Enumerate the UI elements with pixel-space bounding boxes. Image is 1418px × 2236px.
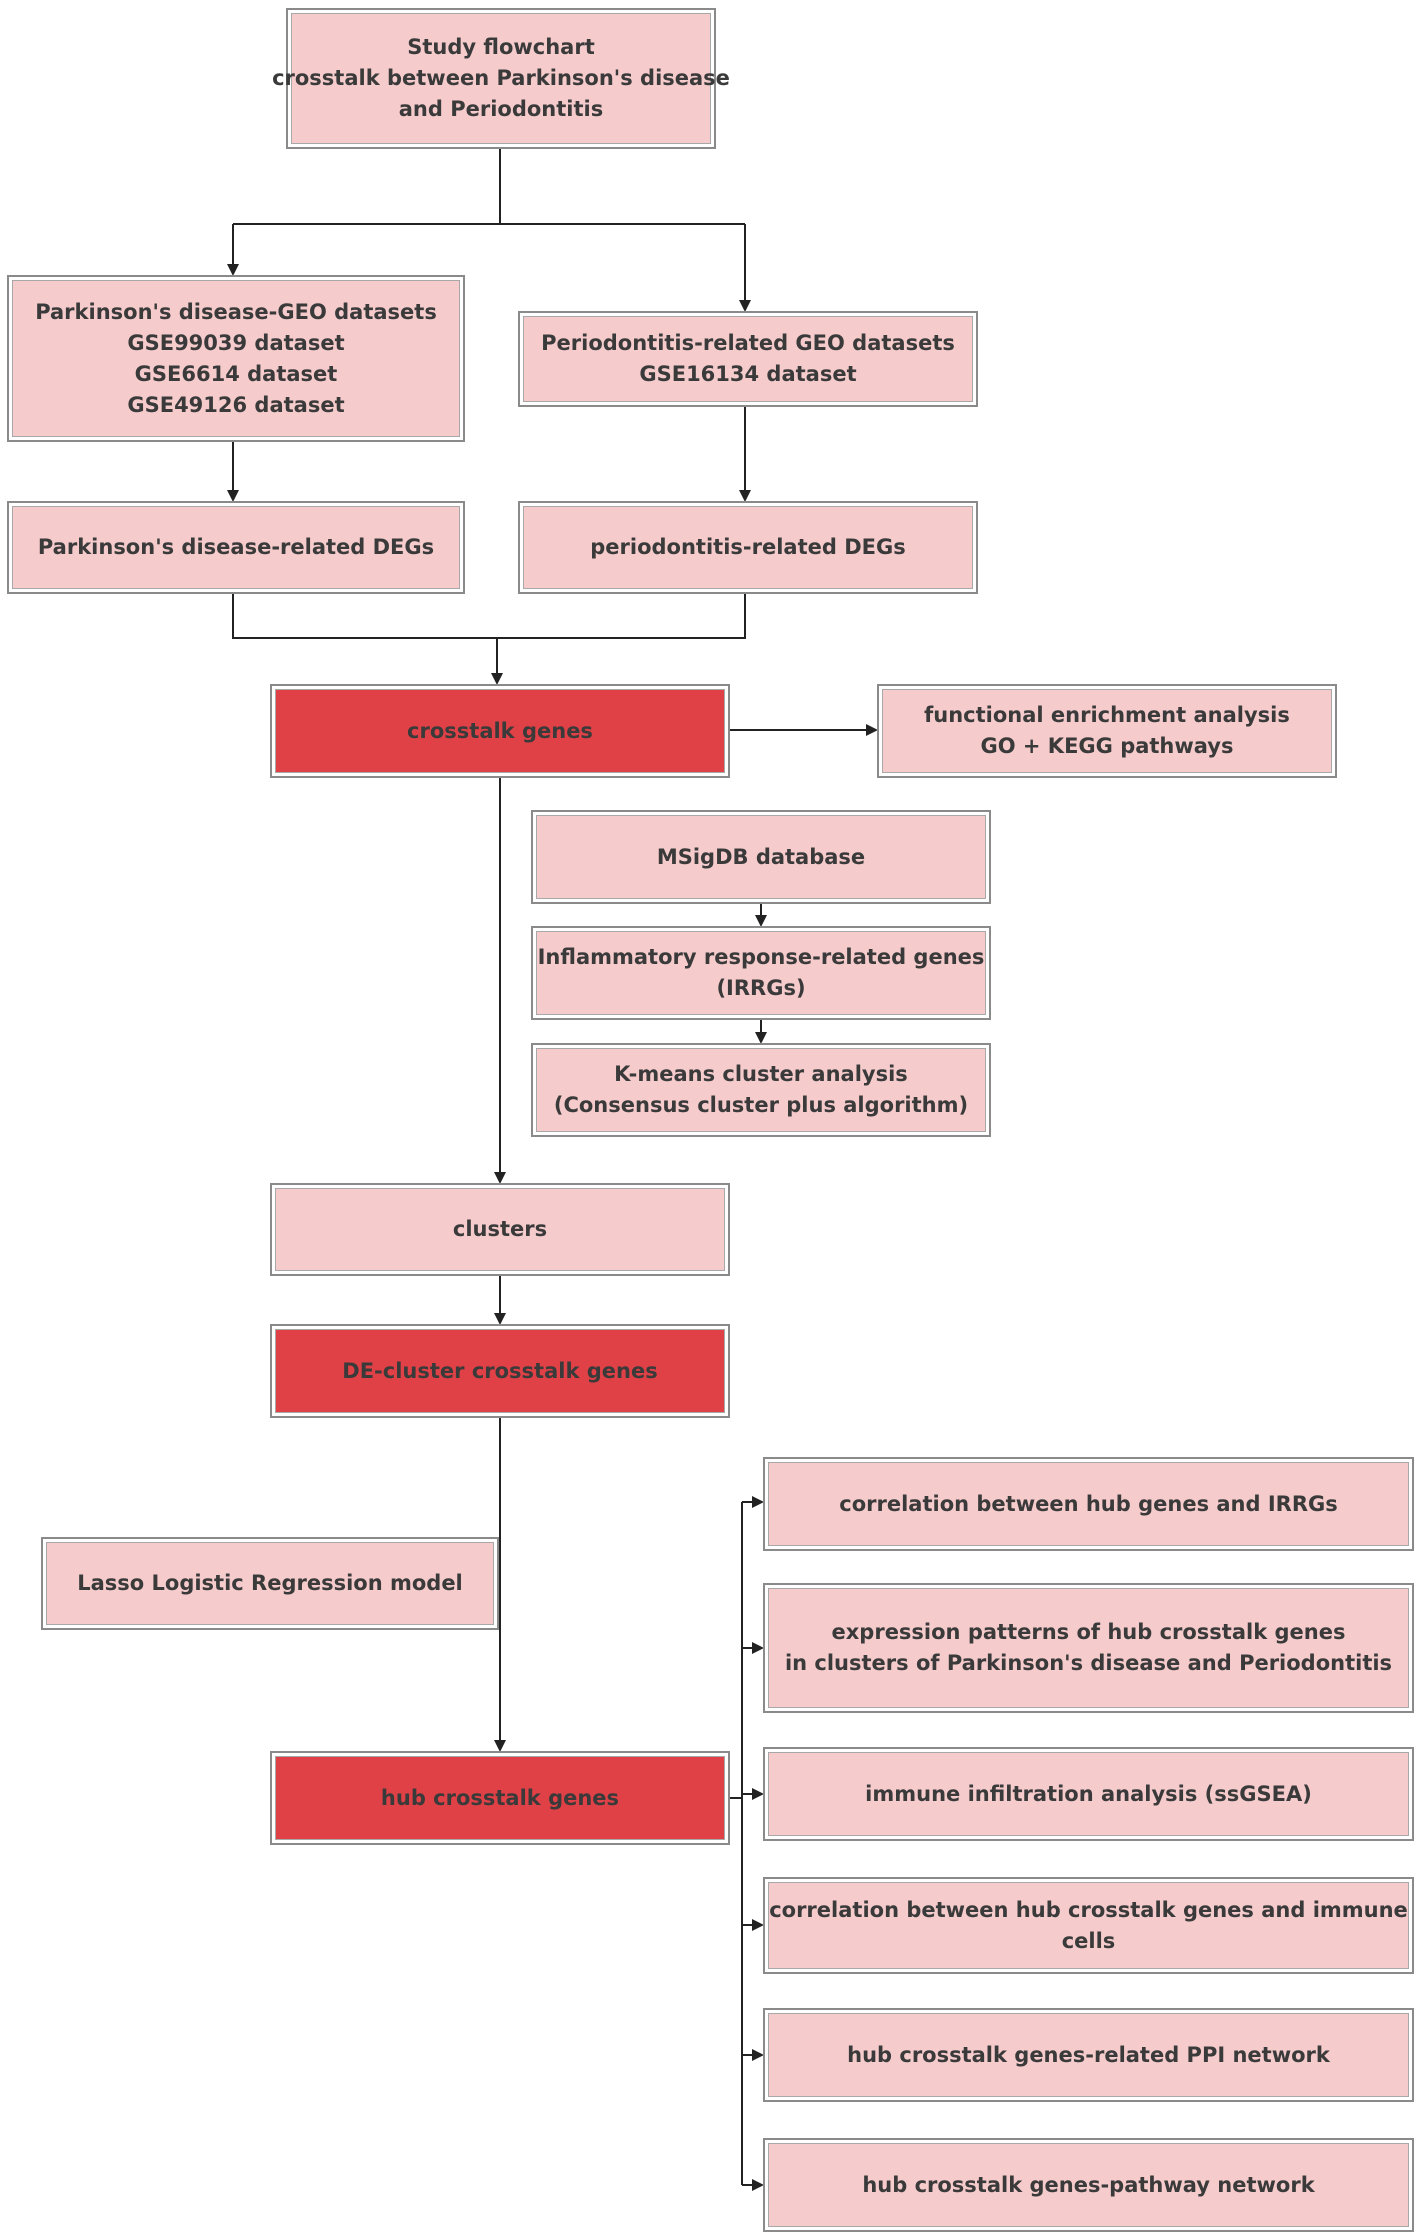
corr-immune-text-line: cells: [1061, 1928, 1116, 1953]
ppi-text-line: hub crosstalk genes-related PPI network: [847, 2042, 1330, 2067]
enrichment-text-line: GO + KEGG pathways: [980, 734, 1234, 758]
msigdb-database-box: MSigDB database: [531, 810, 991, 904]
title-text-line: Study flowchart: [407, 35, 595, 59]
lasso-regression-box: Lasso Logistic Regression model: [41, 1537, 499, 1630]
crosstalk-text-line: crosstalk genes: [407, 718, 593, 743]
hub-text-line: hub crosstalk genes: [380, 1785, 620, 1810]
title-text-line: and Periodontitis: [398, 97, 604, 121]
de-cluster-crosstalk-genes-box: DE-cluster crosstalk genes: [270, 1324, 730, 1418]
pd-geo-text-line: GSE49126 dataset: [127, 392, 345, 417]
pd-geo-text-line: GSE99039 dataset: [127, 330, 345, 355]
de-cluster-text-line: DE-cluster crosstalk genes: [342, 1358, 658, 1383]
parkinsons-degs-box: Parkinson's disease-related DEGs: [7, 501, 465, 594]
expression-text-line: in clusters of Parkinson's disease and P…: [784, 1651, 1393, 1675]
lasso-text-line: Lasso Logistic Regression model: [77, 1571, 463, 1595]
immune-infiltration-box: immune infiltration analysis (ssGSEA): [763, 1747, 1414, 1841]
corr-immune-text-line: correlation between hub crosstalk genes …: [769, 1897, 1408, 1922]
perio-geo-text-line: GSE16134 dataset: [639, 362, 857, 386]
expression-patterns-box: expression patterns of hub crosstalk gen…: [763, 1583, 1414, 1713]
periodontitis-degs-box: periodontitis-related DEGs: [518, 501, 978, 594]
correlation-hub-irrgs-box: correlation between hub genes and IRRGs: [763, 1457, 1414, 1551]
irrgs-box: Inflammatory response-related genes (IRRG…: [531, 926, 991, 1020]
kmeans-text-line: (Consensus cluster plus algorithm): [553, 1093, 969, 1117]
kmeans-cluster-box: K-means cluster analysis (Consensus clust…: [531, 1043, 991, 1137]
functional-enrichment-box: functional enrichment analysis GO + KEGG …: [877, 684, 1337, 778]
crosstalk-genes-box: crosstalk genes: [270, 684, 730, 778]
kmeans-text-line: K-means cluster analysis: [614, 1062, 908, 1086]
irrgs-text-line: (IRRGs): [716, 976, 806, 1000]
corr-irrgs-text-line: correlation between hub genes and IRRGs: [839, 1491, 1338, 1516]
pathway-network-box: hub crosstalk genes-pathway network: [763, 2138, 1414, 2232]
msigdb-text-line: MSigDB database: [656, 844, 866, 869]
pd-geo-text-line: Parkinson's disease-GEO datasets: [35, 299, 437, 324]
title-text-line: crosstalk between Parkinson's disease: [272, 66, 730, 90]
perio-geo-text-line: Periodontitis-related GEO datasets: [541, 331, 955, 355]
immune-text-line: immune infiltration analysis (ssGSEA): [865, 1781, 1312, 1806]
pathway-text-line: hub crosstalk genes-pathway network: [862, 2172, 1315, 2197]
degs-merge-line: [232, 594, 746, 639]
hub-crosstalk-genes-box: hub crosstalk genes: [270, 1751, 730, 1845]
pd-geo-text-line: GSE6614 dataset: [134, 361, 338, 386]
title-box: Study flowchart crosstalk between Parkins…: [272, 8, 730, 149]
ppi-network-box: hub crosstalk genes-related PPI network: [763, 2008, 1414, 2102]
clusters-text-line: clusters: [452, 1217, 548, 1241]
pd-degs-text-line: Parkinson's disease-related DEGs: [37, 535, 435, 559]
enrichment-text-line: functional enrichment analysis: [924, 703, 1290, 727]
irrgs-text-line: Inflammatory response-related genes: [537, 945, 985, 969]
correlation-hub-immune-box: correlation between hub crosstalk genes …: [763, 1877, 1414, 1974]
perio-degs-text-line: periodontitis-related DEGs: [590, 535, 906, 559]
clusters-box: clusters: [270, 1183, 730, 1276]
expression-text-line: expression patterns of hub crosstalk gen…: [831, 1620, 1346, 1644]
